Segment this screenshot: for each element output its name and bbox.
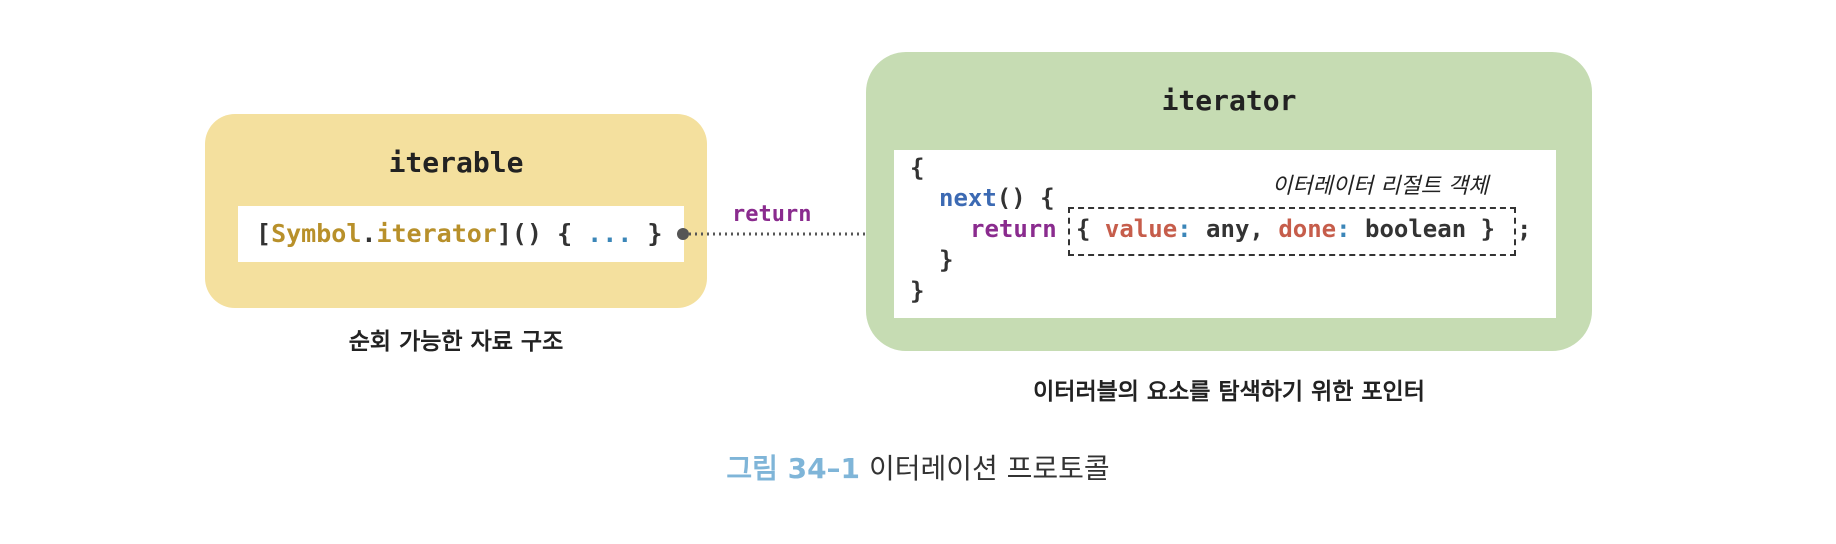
code-line-close-next: } bbox=[939, 246, 954, 274]
iterable-caption: 순회 가능한 자료 구조 bbox=[348, 329, 564, 355]
iterable-code: [Symbol.iterator]() { ... } bbox=[238, 206, 684, 262]
code-colon-2: : bbox=[1336, 215, 1351, 243]
arrow-start-dot bbox=[677, 228, 689, 240]
iterator-caption: 이터러블의 요소를 탐색하기 위한 포인터 bbox=[1033, 379, 1425, 405]
code-semicolon: ; bbox=[1517, 215, 1532, 243]
result-object-label: 이터레이터 리절트 객체 bbox=[1272, 174, 1489, 199]
code-line-next: next() { bbox=[939, 184, 1055, 212]
code-line-return: return bbox=[970, 215, 1057, 243]
code-dot: . bbox=[361, 219, 377, 248]
code-next-keyword: next bbox=[939, 184, 997, 212]
code-end: } bbox=[632, 219, 663, 248]
code-done-key: done bbox=[1278, 215, 1337, 243]
iterable-title: iterable bbox=[388, 146, 524, 179]
code-line-open: { bbox=[910, 154, 925, 182]
code-ellipsis: ... bbox=[587, 219, 633, 248]
figure-caption: 그림 34–1 이터레이션 프로토콜 bbox=[0, 447, 1836, 487]
code-next-rest: () { bbox=[996, 184, 1055, 212]
code-symbol: Symbol bbox=[271, 219, 362, 248]
return-label: return bbox=[732, 202, 812, 227]
code-bracket-open: [ bbox=[256, 219, 272, 248]
code-colon-1: : bbox=[1177, 215, 1192, 243]
figure-title: 이터레이션 프로토콜 bbox=[868, 452, 1110, 485]
iterator-title: iterator bbox=[1161, 84, 1297, 117]
figure-number: 그림 34–1 bbox=[726, 452, 861, 485]
result-object-dashed-box bbox=[1068, 207, 1516, 256]
code-close: ]() { bbox=[496, 219, 588, 248]
code-done-val: boolean } bbox=[1350, 215, 1496, 243]
code-line-close: } bbox=[910, 277, 925, 305]
code-iterator: iterator bbox=[376, 219, 497, 248]
code-result-object: { value: any, done: boolean } bbox=[1076, 215, 1495, 243]
code-value-key: value bbox=[1104, 215, 1178, 243]
code-value-val: any, bbox=[1191, 215, 1279, 243]
iterator-code: { 이터레이터 리절트 객체 next() { return { value: … bbox=[894, 150, 1556, 318]
code-obj-open: { bbox=[1076, 215, 1105, 243]
code-return-keyword: return bbox=[970, 215, 1057, 243]
